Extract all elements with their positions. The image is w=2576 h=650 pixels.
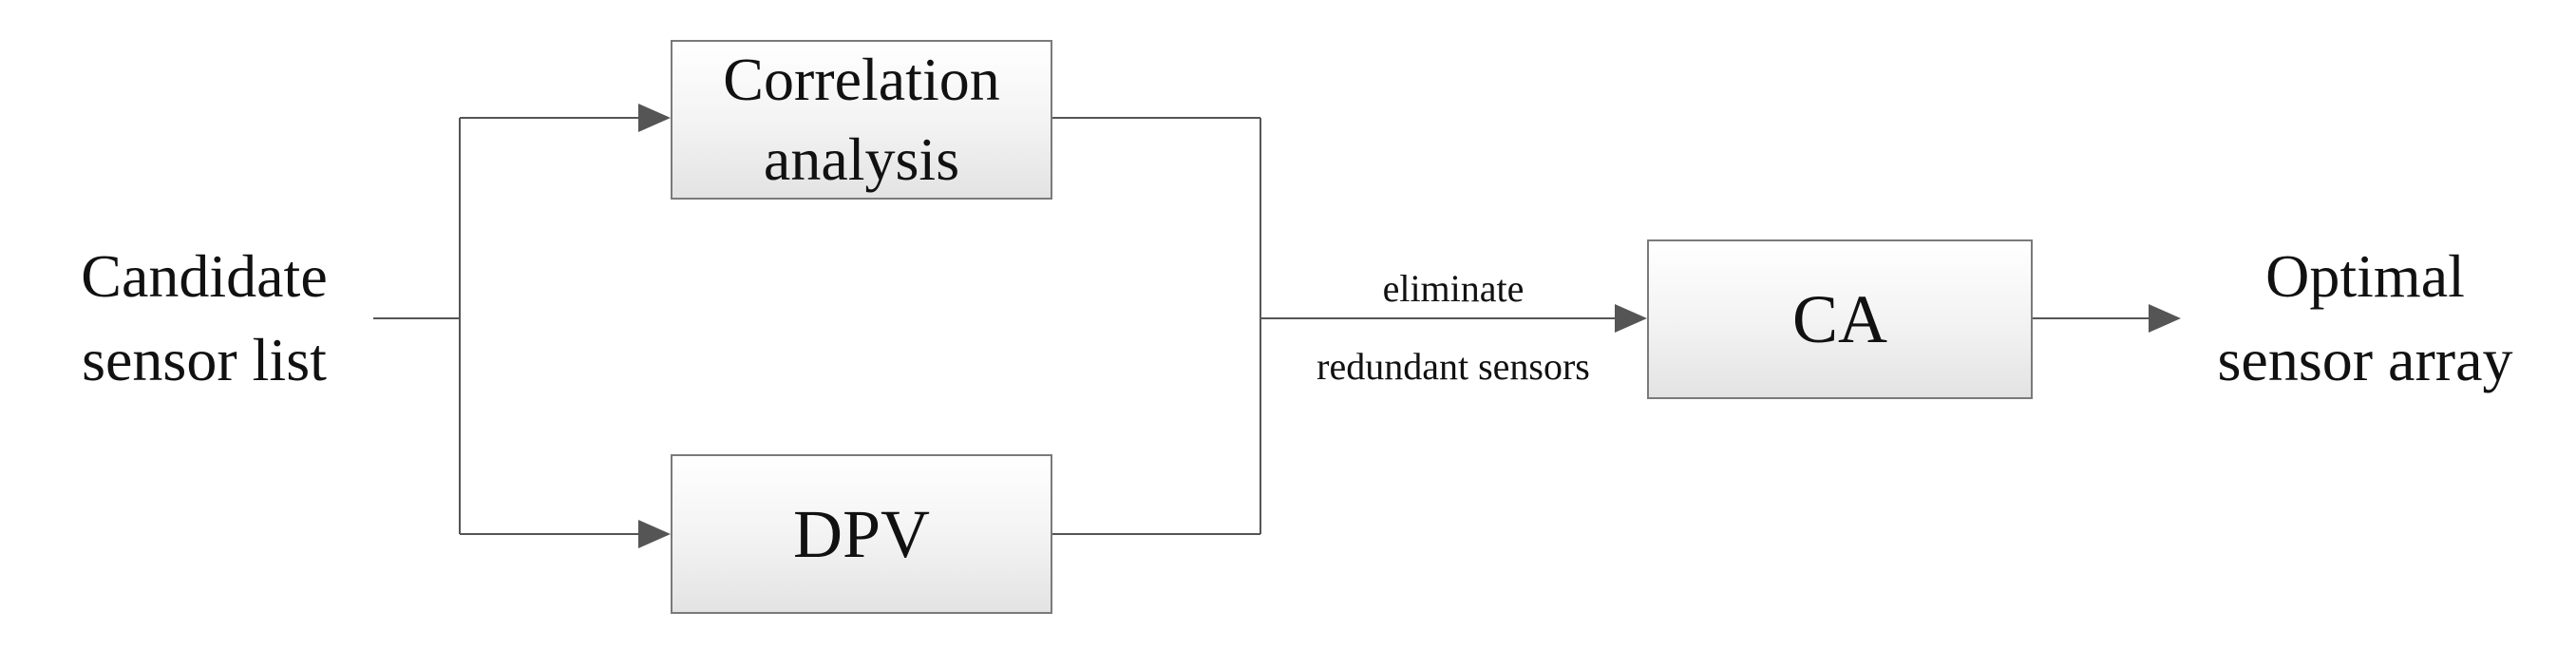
optimal-sensor-array-label: Optimal sensor array: [2185, 235, 2546, 402]
candidate-label-line2: sensor list: [82, 326, 327, 393]
edge-label-line1: eliminate: [1382, 267, 1525, 310]
ca-box: CA: [1647, 239, 2033, 399]
candidate-sensor-list-label: Candidate sensor list: [47, 235, 361, 402]
correlation-box-line2: analysis: [763, 125, 960, 193]
ca-box-label: CA: [1791, 281, 1888, 357]
candidate-label-line1: Candidate: [81, 242, 328, 310]
ca-input-arrowhead: [1615, 304, 1647, 333]
output-label-line2: sensor array: [2217, 326, 2513, 393]
eliminate-redundant-sensors-label: eliminate redundant sensors: [1278, 260, 1629, 395]
output-label-line1: Optimal: [2265, 242, 2465, 310]
dpv-input-arrowhead: [638, 520, 671, 548]
ca-output-arrowhead: [2149, 304, 2181, 333]
correlation-analysis-box: Correlation analysis: [671, 40, 1052, 200]
dpv-box-label: DPV: [792, 496, 931, 572]
dpv-box: DPV: [671, 454, 1052, 614]
correlation-input-arrowhead: [638, 104, 671, 132]
correlation-box-line1: Correlation: [723, 46, 1000, 113]
edge-label-line2: redundant sensors: [1316, 345, 1590, 388]
